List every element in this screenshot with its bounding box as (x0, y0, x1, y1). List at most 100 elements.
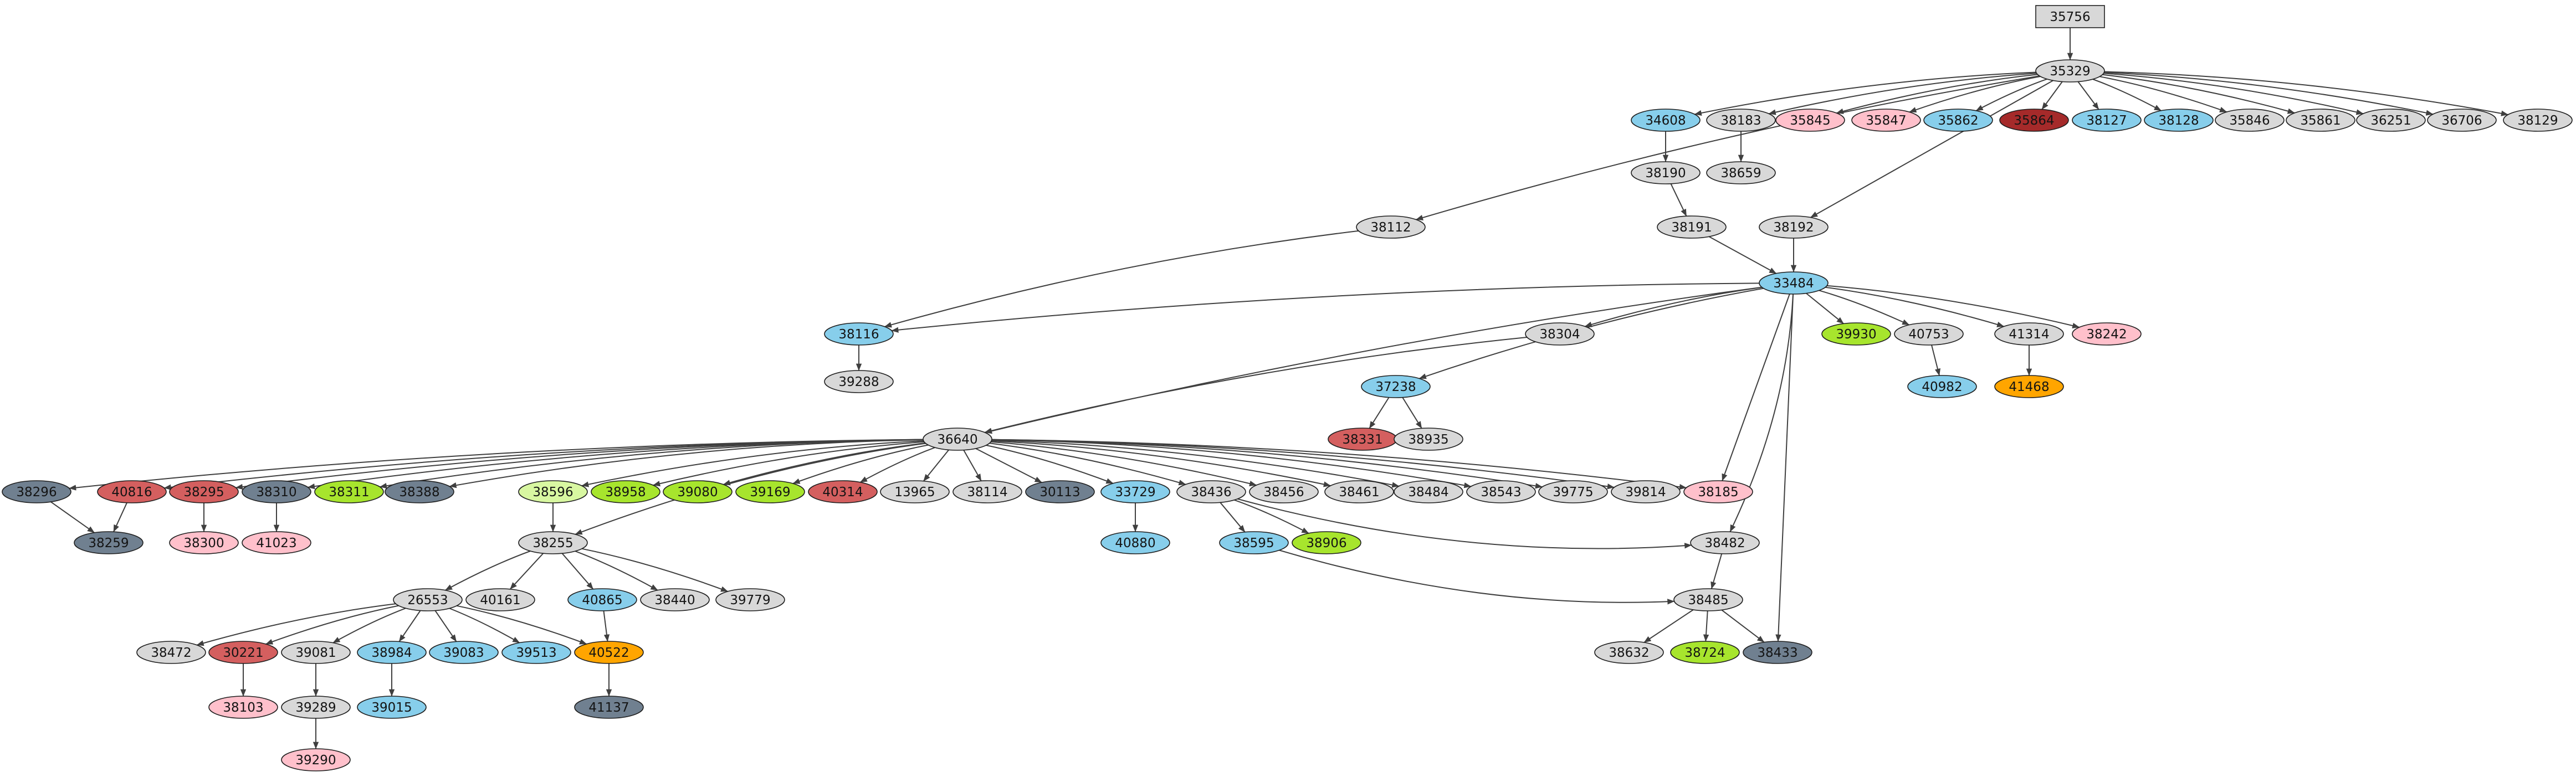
node-ellipse (2286, 109, 2355, 132)
edge-36640-38114 (963, 450, 982, 481)
edge-38482-38485 (1710, 553, 1723, 589)
node-38185: 38185 (1683, 480, 1753, 503)
node-39775: 39775 (1538, 480, 1608, 503)
node-ellipse (574, 696, 644, 719)
node-ellipse (1631, 109, 1701, 132)
node-ellipse (1631, 161, 1701, 184)
node-ellipse (281, 748, 351, 771)
node-41137: 41137 (574, 696, 644, 719)
node-ellipse (281, 696, 351, 719)
node-40982: 40982 (1907, 375, 1977, 398)
node-label: 40161 (480, 593, 520, 608)
node-40314: 40314 (808, 480, 878, 503)
node-38440: 38440 (640, 588, 710, 611)
node-39930: 39930 (1821, 322, 1891, 346)
node-38192: 38192 (1759, 215, 1829, 239)
node-38632: 38632 (1594, 641, 1664, 664)
edge-38255-38440 (575, 550, 658, 591)
node-ellipse (518, 531, 588, 554)
node-label: 38906 (1306, 536, 1346, 550)
node-33729: 33729 (1100, 480, 1170, 503)
node-label: 38724 (1684, 646, 1725, 660)
node-ellipse (429, 641, 499, 664)
node-ellipse (1759, 271, 1829, 295)
edge-35329-38127 (2077, 81, 2099, 110)
node-label: 40865 (582, 593, 622, 608)
node-label: 39080 (677, 485, 718, 500)
node-35845: 35845 (1775, 109, 1845, 132)
node-label: 40753 (1908, 327, 1949, 342)
node-35864: 35864 (1999, 109, 2069, 132)
node-ellipse (501, 641, 571, 664)
edge-35329-35861 (2102, 74, 2295, 114)
node-label: 38127 (2086, 114, 2127, 128)
node-39814: 39814 (1611, 480, 1681, 503)
node-label: 33484 (1773, 276, 1814, 291)
node-label: 39775 (1553, 485, 1593, 500)
edge-35329-34608 (1694, 71, 2036, 116)
edge-36640-38456 (991, 441, 1257, 487)
node-label: 38596 (532, 485, 573, 500)
node-label: 30113 (1039, 485, 1080, 500)
node-label: 34608 (1645, 114, 1686, 128)
node-label: 38388 (399, 485, 439, 500)
edge-36640-38388 (449, 439, 924, 488)
node-label: 39289 (295, 701, 336, 715)
node-label: 38296 (16, 485, 57, 500)
node-ellipse (567, 588, 637, 611)
node-ellipse (574, 641, 644, 664)
node-38296: 38296 (2, 480, 71, 503)
edge-35329-36706 (2104, 71, 2434, 116)
node-35847: 35847 (1851, 109, 1921, 132)
node-26553: 26553 (393, 588, 463, 611)
edge-33484-39930 (1806, 292, 1844, 325)
node-38596: 38596 (518, 480, 588, 503)
edge-35329-38183 (1768, 73, 2037, 115)
edge-26553-39081 (332, 608, 406, 644)
node-ellipse (385, 480, 454, 503)
node-38958: 38958 (591, 480, 660, 503)
node-label: 40522 (588, 646, 629, 660)
node-40522: 40522 (574, 641, 644, 664)
node-ellipse (2215, 109, 2285, 132)
node-label: 36706 (2441, 114, 2482, 128)
edge-38436-38595 (1220, 502, 1246, 533)
edge-38190-38191 (1670, 183, 1687, 217)
node-40865: 40865 (567, 588, 637, 611)
node-41468: 41468 (1994, 375, 2064, 398)
node-ellipse (2035, 59, 2105, 83)
node-ellipse (1894, 322, 1964, 346)
edge-38255-40865 (561, 553, 594, 590)
node-label: 38185 (1698, 485, 1738, 500)
edge-33484-38185 (1722, 294, 1790, 481)
node-label: 39169 (750, 485, 790, 500)
node-ellipse (314, 480, 384, 503)
node-label: 40314 (822, 485, 863, 500)
node-ellipse (97, 480, 167, 503)
node-35756: 35756 (2035, 5, 2105, 28)
node-38433: 38433 (1743, 641, 1812, 664)
node-ellipse (2427, 109, 2497, 132)
node-ellipse (640, 588, 710, 611)
node-label: 38433 (1757, 646, 1797, 660)
node-label: 39814 (1625, 485, 1666, 500)
node-label: 38310 (256, 485, 296, 500)
node-label: 38112 (1370, 220, 1411, 235)
node-ellipse (715, 588, 785, 611)
node-label: 38128 (2158, 114, 2199, 128)
node-38116: 38116 (824, 322, 894, 346)
node-35329: 35329 (2035, 59, 2105, 83)
edge-35329-36251 (2103, 73, 2364, 115)
node-label: 38984 (371, 646, 412, 660)
node-label: 38295 (183, 485, 224, 500)
node-ellipse (1394, 428, 1463, 451)
node-ellipse (1743, 641, 1812, 664)
node-ellipse (1923, 109, 1993, 132)
node-38183: 38183 (1706, 109, 1776, 132)
node-ellipse (1706, 161, 1776, 184)
node-label: 35846 (2229, 114, 2270, 128)
node-ellipse (1821, 322, 1891, 346)
node-ellipse (2072, 109, 2142, 132)
node-label: 26553 (407, 593, 448, 608)
